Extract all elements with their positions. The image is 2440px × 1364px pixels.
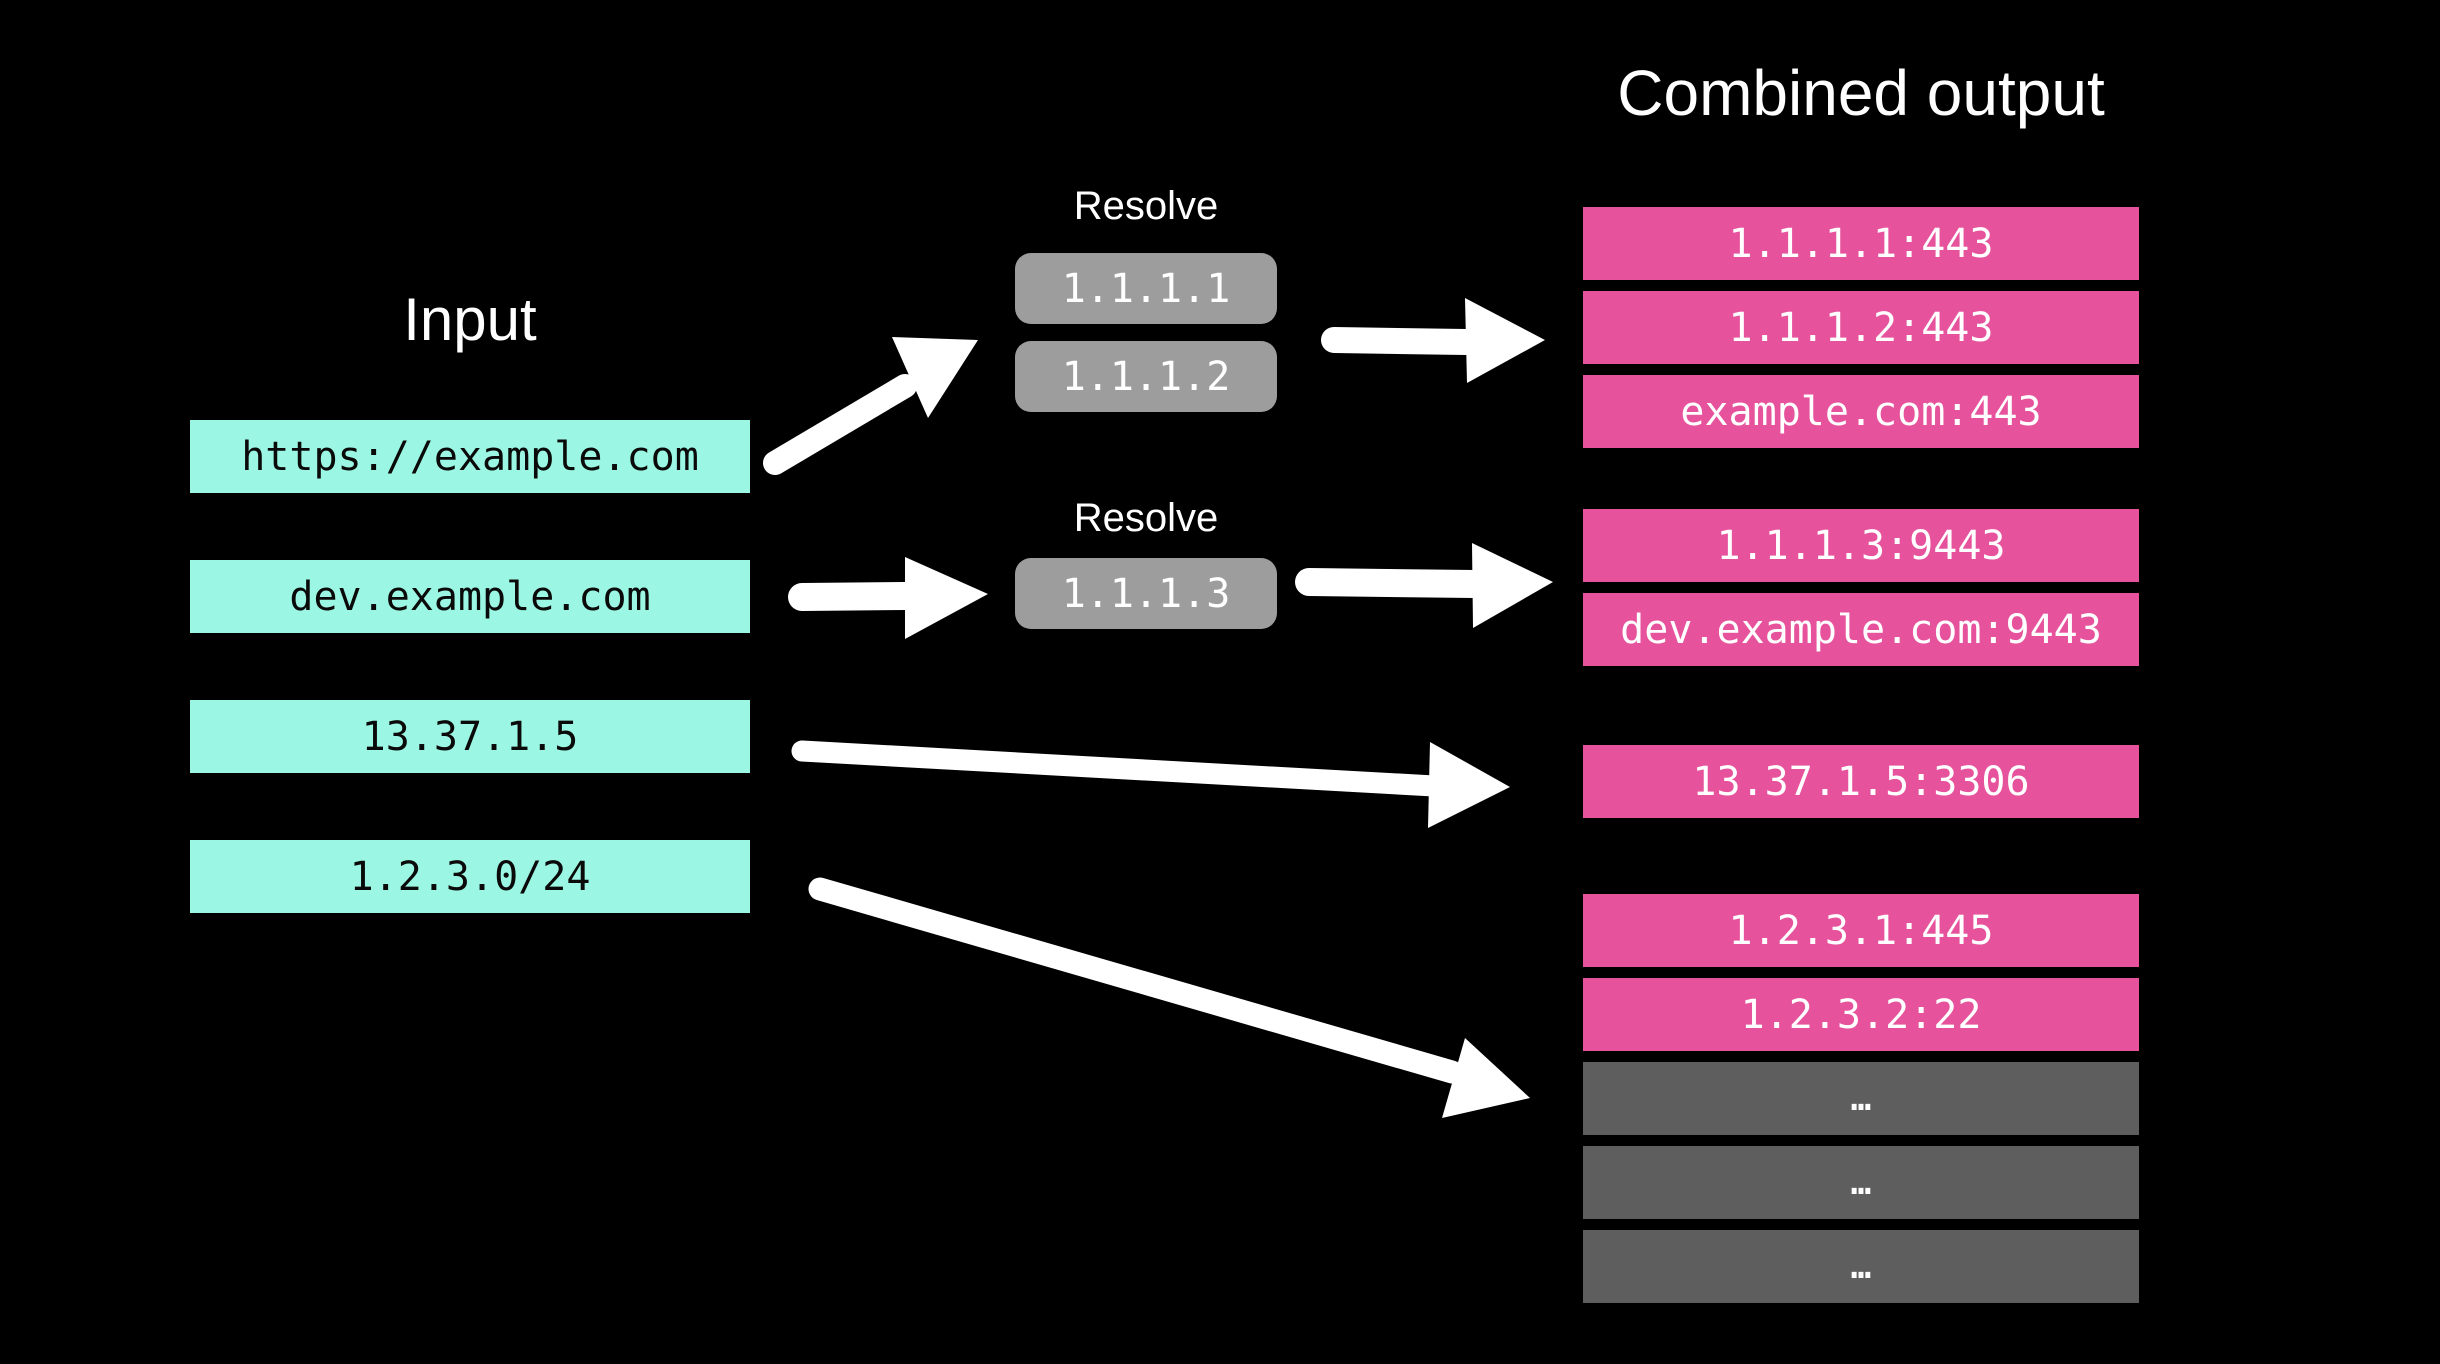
input-heading: Input [403, 286, 537, 353]
output-result-row: 1.1.1.3:9443 [1583, 509, 2139, 582]
input-box: https://example.com [190, 420, 750, 493]
output-result-row: 1.1.1.2:443 [1583, 291, 2139, 364]
input-box: dev.example.com [190, 560, 750, 633]
resolve-label: Resolve [1073, 496, 1219, 540]
output-result-row: example.com:443 [1583, 375, 2139, 448]
combined-output-heading: Combined output [1617, 57, 2105, 129]
resolve-ip-box: 1.1.1.2 [1015, 341, 1277, 412]
arrow-input2-to-resolve2-icon [788, 557, 988, 639]
output-more-row: … [1583, 1062, 2139, 1135]
arrow-input1-to-resolve1-icon [763, 337, 978, 475]
output-result-row: dev.example.com:9443 [1583, 593, 2139, 666]
arrow-input4-to-output-group4-icon [808, 877, 1530, 1118]
output-more-row: … [1583, 1146, 2139, 1219]
input-box: 1.2.3.0/24 [190, 840, 750, 913]
arrow-resolve2-to-output-group2-icon [1295, 543, 1553, 628]
resolve-label: Resolve [1073, 184, 1219, 228]
arrow-resolve1-to-output-group1-icon [1321, 298, 1545, 383]
output-result-row: 1.1.1.1:443 [1583, 207, 2139, 280]
output-result-row: 1.2.3.1:445 [1583, 894, 2139, 967]
arrow-input3-to-output-group3-icon [791, 740, 1510, 828]
output-result-row: 1.2.3.2:22 [1583, 978, 2139, 1051]
input-box: 13.37.1.5 [190, 700, 750, 773]
output-more-row: … [1583, 1230, 2139, 1303]
resolve-ip-box: 1.1.1.3 [1015, 558, 1277, 629]
output-result-row: 13.37.1.5:3306 [1583, 745, 2139, 818]
resolve-ip-box: 1.1.1.1 [1015, 253, 1277, 324]
